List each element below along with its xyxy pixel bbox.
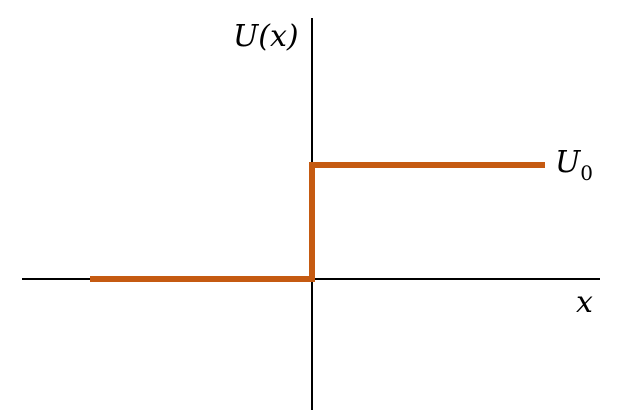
step-potential-curve xyxy=(90,162,545,282)
level-label-main: U xyxy=(555,145,582,180)
level-label-subscript: 0 xyxy=(580,161,593,185)
level-label-u0: U0 xyxy=(555,145,593,185)
y-axis-label: U(x) xyxy=(233,19,299,54)
x-axis-label: x xyxy=(576,285,593,320)
